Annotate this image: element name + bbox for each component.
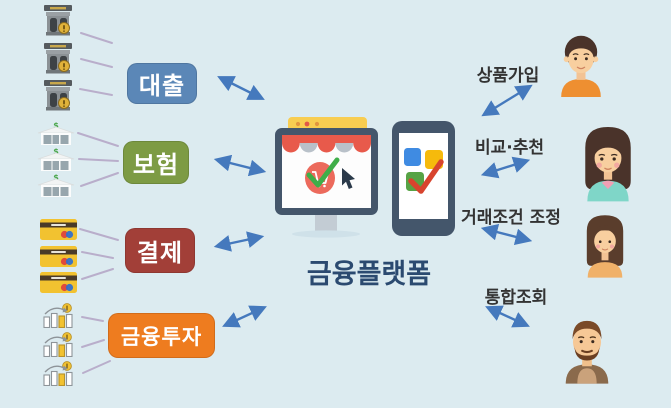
credit-card-icon [40,219,77,240]
function-label-signup-text: 상품가입 [476,66,540,86]
arrow-platform-terms [480,223,533,246]
arrow-payment-platform [213,231,265,252]
investment-chart-icon [43,332,73,357]
icon-connector-lines [77,32,119,374]
function-label-inquiry: 통합조회 [460,283,572,308]
adult-woman-avatar [586,215,624,278]
arrow-platform-signup [481,84,533,117]
category-label-insurance: 보험 [123,141,189,184]
investment-chart-icon [43,303,73,328]
category-label-insurance-text: 보험 [132,151,180,179]
credit-card-icon [40,246,77,267]
investment-chart-icon [43,361,73,386]
function-label-compare-text: 비교·추천 [474,138,545,158]
insurance-building-icon: $ [37,121,75,145]
arrow-platform-inquiry [485,305,530,328]
category-label-payment: 결제 [125,228,195,273]
bank-icon [44,43,72,74]
function-label-terms-text: 거래조건 조정 [461,208,561,228]
category-label-loan: 대출 [127,63,197,104]
arrow-insurance-platform [213,154,267,177]
category-label-investment-text: 금융투자 [120,324,203,349]
svg-text:$: $ [53,173,59,182]
smartphone-icon [392,121,455,236]
young-man-avatar [561,35,601,97]
category-label-loan-text: 대출 [138,72,186,100]
insurance-building-icon: $ [37,147,75,171]
platform-title-text: 금융플랫폼 [306,259,432,290]
shop-monitor-icon [275,117,378,238]
young-woman-avatar [585,126,631,202]
insurance-building-icon: $ [37,173,75,197]
platform-title: 금융플랫폼 [272,252,466,290]
credit-card-icon [40,272,77,293]
bank-icon [44,5,72,36]
bearded-man-avatar [565,320,609,384]
function-label-signup: 상품가입 [455,61,561,86]
svg-text:$: $ [53,121,59,130]
function-label-compare: 비교·추천 [452,133,567,158]
double-arrows [213,76,533,328]
arrow-loan-platform [217,76,265,100]
function-label-terms: 거래조건 조정 [443,203,579,228]
category-label-investment: 금융투자 [108,313,215,358]
bank-icon [44,80,72,111]
category-label-payment-text: 결제 [136,239,184,267]
svg-text:$: $ [53,147,59,156]
arrow-platform-compare [480,156,531,179]
function-label-inquiry-text: 통합조회 [484,288,548,308]
arrow-investment-platform [222,305,267,328]
